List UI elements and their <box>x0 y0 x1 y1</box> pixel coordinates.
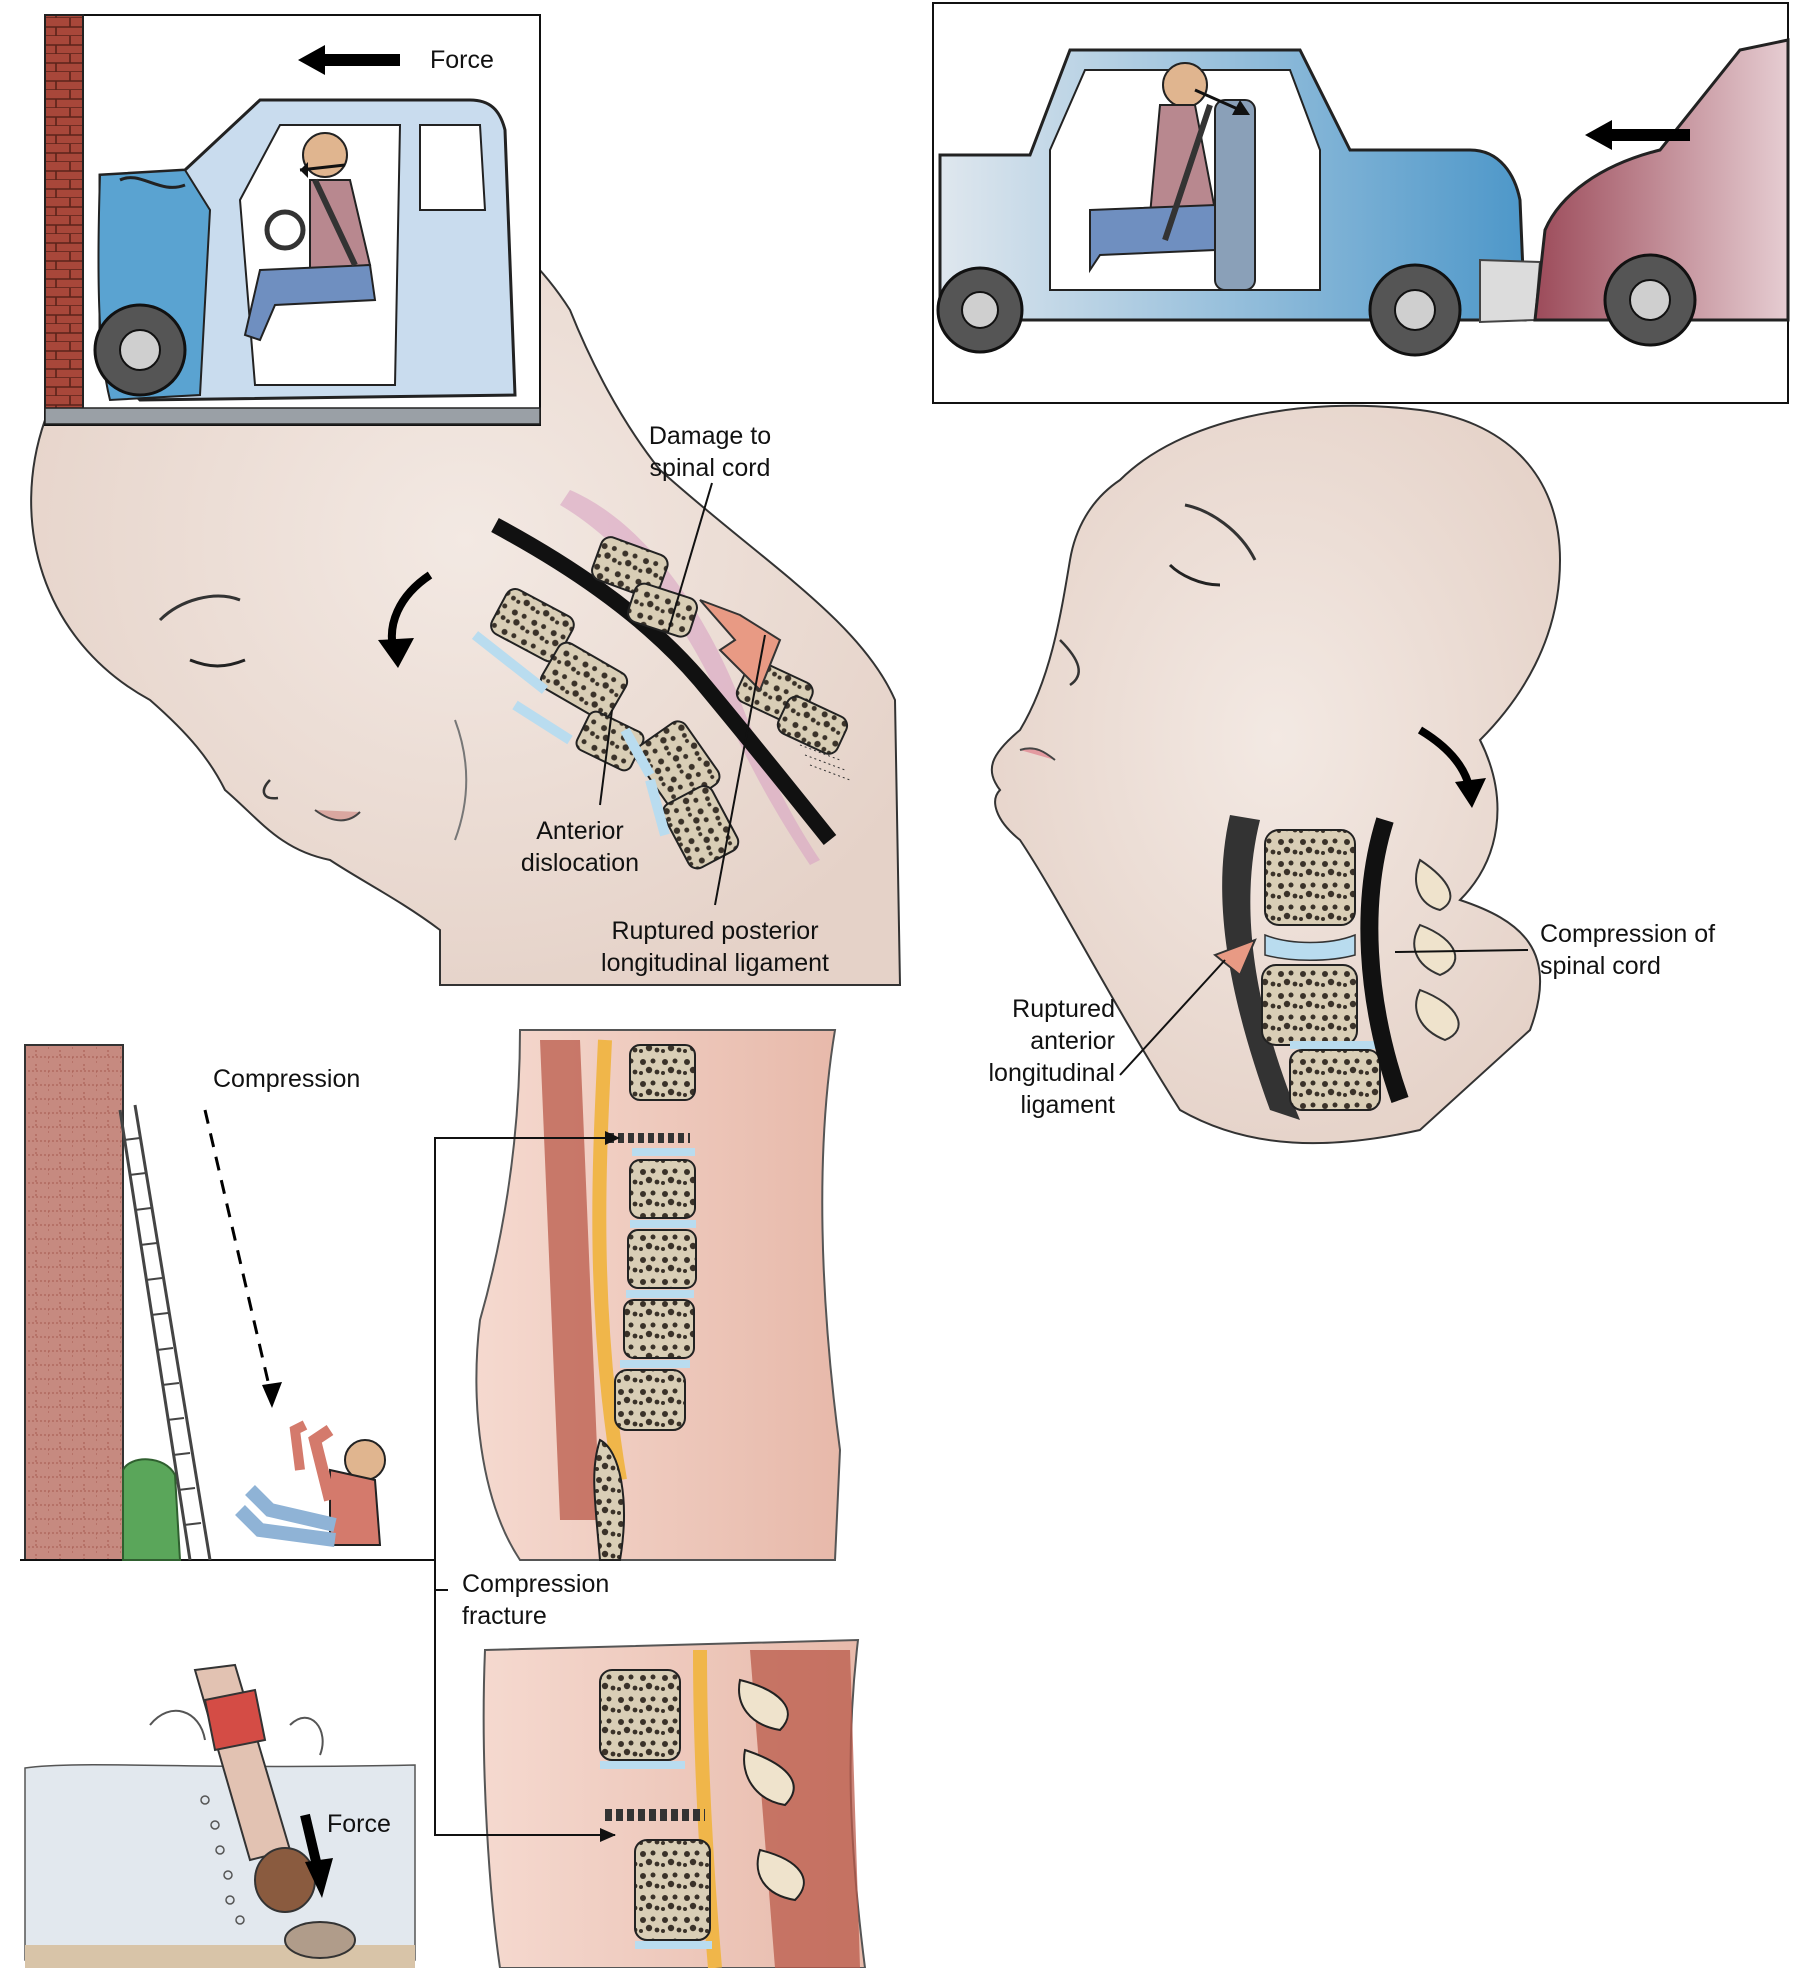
nose <box>1059 639 1080 687</box>
ladder <box>118 1104 212 1561</box>
compression-fracture-bracket <box>434 1137 615 1836</box>
rear-impact-inset <box>932 2 1790 404</box>
lips <box>1019 747 1056 761</box>
eyebrow <box>1184 503 1257 561</box>
ruptured-posterior-ligament-label: Ruptured posterior longitudinal ligament <box>601 917 829 977</box>
force-label-top: Force <box>430 46 494 74</box>
leader-anterior-dislocation <box>599 709 613 806</box>
spinal-cord <box>491 517 837 845</box>
hyperextension-injury-panel <box>932 2 1790 1145</box>
thoracic-spine-panel <box>482 1638 867 1968</box>
nose <box>262 779 279 800</box>
spinal-canal <box>592 1039 627 1482</box>
brick-wall <box>44 14 84 411</box>
anterior-dislocation-label: Anterior dislocation <box>520 817 640 877</box>
closed-eye <box>189 658 246 668</box>
closed-eye <box>1168 563 1221 587</box>
fall-direction-arrow <box>203 1109 272 1391</box>
striking-car-body <box>1533 38 1790 322</box>
brick-building <box>24 1044 124 1561</box>
leader-compression-spinal-cord <box>1394 949 1529 953</box>
diver <box>193 1663 356 1959</box>
shrub <box>122 1458 182 1561</box>
diving-compression-panel <box>24 1663 416 1968</box>
lumbar-vertebrae <box>593 1044 697 1561</box>
compression-spinal-cord-label: Compression of spinal cord <box>1540 920 1716 980</box>
flexed-cervical-spine <box>471 490 851 870</box>
torn-posterior-ligament <box>699 599 782 692</box>
extended-cervical-spine <box>1213 815 1460 1120</box>
leader-ruptured-posterior <box>714 634 766 906</box>
eyebrow <box>158 594 241 622</box>
damage-spinal-cord-label: Damage to spinal cord <box>648 422 772 482</box>
lips <box>314 809 361 822</box>
leader-ruptured-anterior <box>1119 959 1226 1076</box>
falling-person <box>235 1420 386 1547</box>
jaw-line <box>454 719 468 841</box>
frontal-crash-inset <box>44 14 541 426</box>
compression-fall-label: Compression <box>213 1065 361 1093</box>
torn-anterior-ligament <box>1213 938 1257 977</box>
fall-compression-panel <box>20 1044 435 1561</box>
force-label-dive: Force <box>327 1810 391 1838</box>
spinal-canal <box>693 1649 722 1968</box>
water <box>24 1764 416 1961</box>
leader-damage-spinal-cord <box>667 482 713 633</box>
ruptured-anterior-ligament-label: Ruptured anterior longitudinal ligament <box>988 995 1116 1119</box>
lumbar-spine-panel <box>475 1029 842 1561</box>
compression-fracture-label: Compression fracture <box>462 1570 610 1630</box>
compressed-spinal-cord <box>1360 817 1409 1103</box>
flexion-injury-panel <box>30 14 902 986</box>
